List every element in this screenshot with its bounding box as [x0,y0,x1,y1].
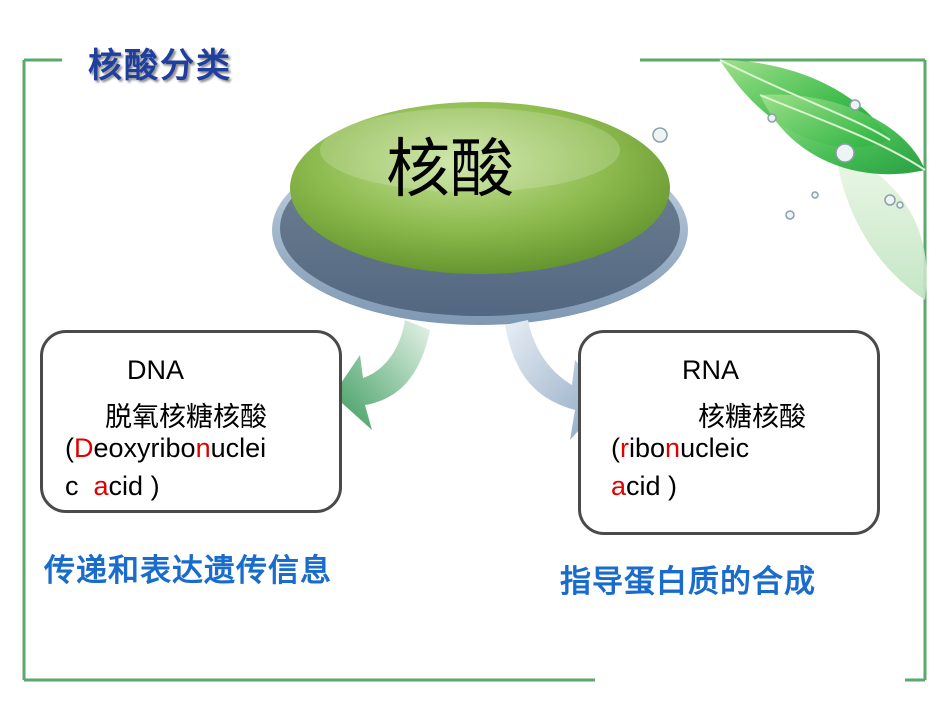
dna-abbr: DNA [127,355,185,385]
highlight-letter: n [195,433,211,463]
name-segment: ucleic [680,433,750,463]
dna-function: 传递和表达遗传信息 [44,553,332,589]
rna-function: 指导蛋白质的合成 [560,564,816,600]
central-disc [272,102,688,325]
highlight-letter: a [611,471,627,501]
highlight-letter: r [620,433,629,463]
highlight-letter: a [93,471,109,501]
name-segment: ( [65,433,74,463]
highlight-letter: D [74,433,94,463]
rna-box: RNA 核糖核酸 (ribonucleic acid ) [578,330,880,535]
rna-en-name: (ribonucleic [611,433,749,464]
water-droplet-icon [652,99,904,220]
dna-en-name-cont: c acid ) [65,471,160,502]
slide-title: 核酸分类 [88,46,232,86]
arrow-to-dna [333,320,430,430]
highlight-letter: n [665,433,681,463]
rna-cn-name: 核糖核酸 [698,402,806,432]
dna-en-name: (Deoxyribonuclei [65,433,266,464]
frame [22,58,927,682]
name-segment: cid ) [108,471,160,501]
name-segment: c [65,471,94,501]
name-segment: ibo [629,433,666,463]
name-segment: cid ) [626,471,678,501]
dna-box: DNA 脱氧核糖核酸 (Deoxyribonuclei c acid ) [40,330,342,513]
name-segment: eoxyribo [93,433,196,463]
rna-abbr: RNA [682,355,740,385]
leaf-decoration-icon [719,59,927,300]
name-segment: uclei [210,433,267,463]
name-segment: ( [611,433,620,463]
dna-cn-name: 脱氧核糖核酸 [105,402,267,432]
central-label: 核酸 [386,133,514,207]
rna-en-name-cont: acid ) [611,471,677,502]
